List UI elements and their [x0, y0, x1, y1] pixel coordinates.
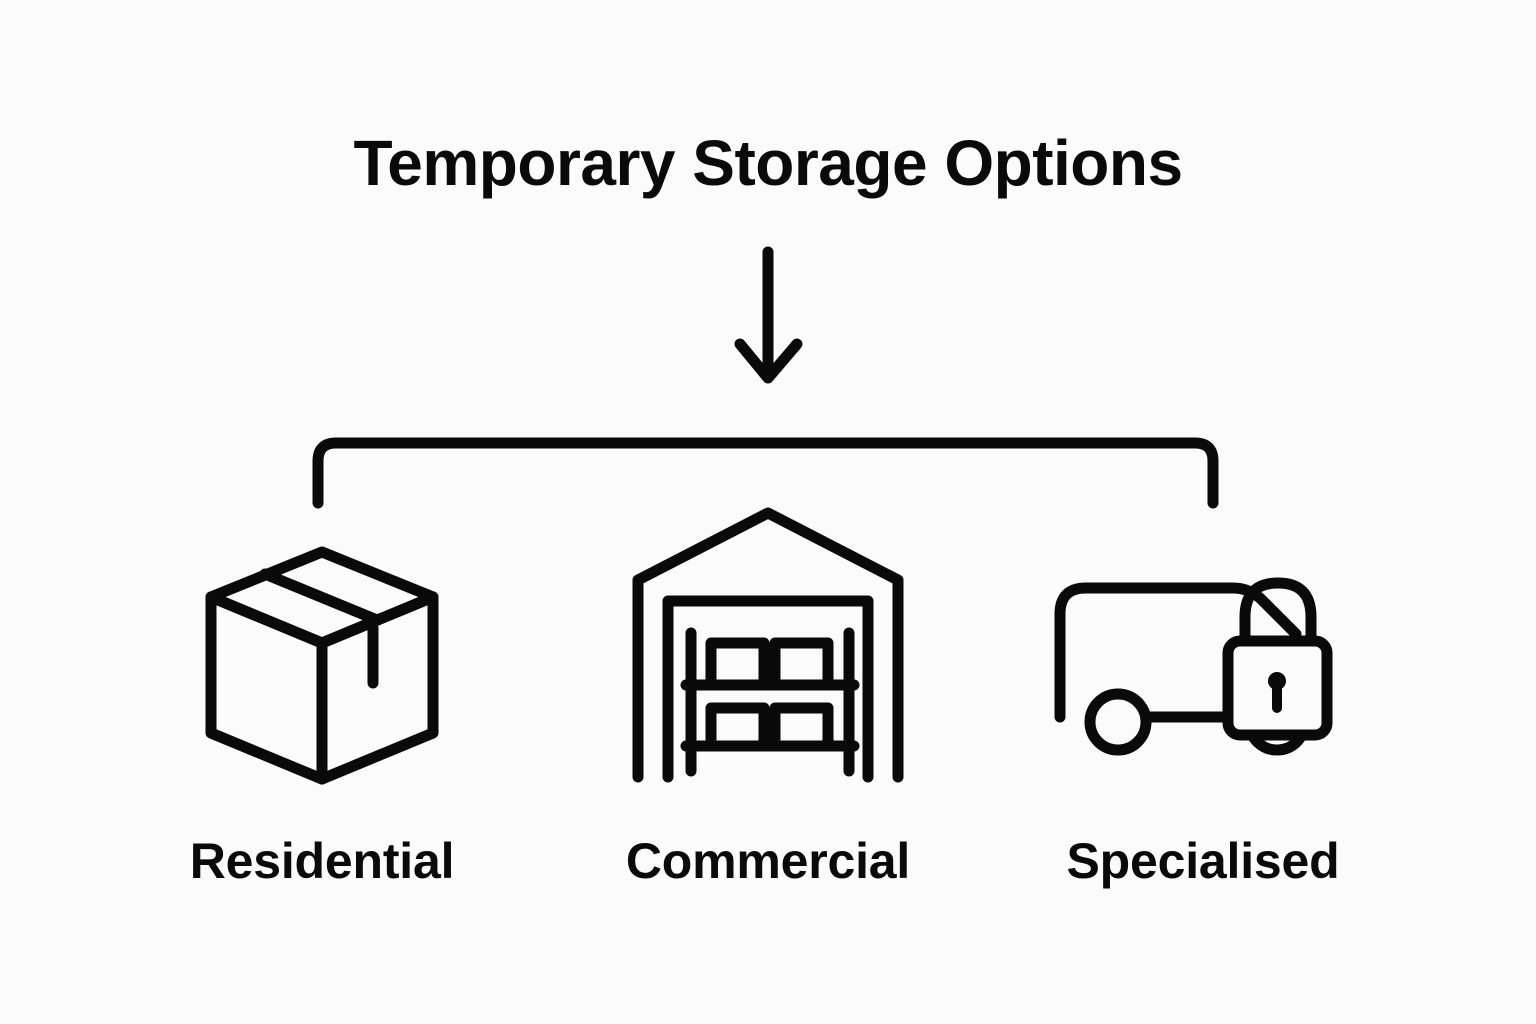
stored-box-top-left	[705, 637, 770, 691]
page-title: Temporary Storage Options	[353, 127, 1182, 199]
stored-box-top-right	[769, 637, 834, 691]
box-right-face	[316, 591, 439, 785]
stored-box-bottom-left	[705, 702, 770, 752]
node-label-residential: Residential	[190, 833, 455, 889]
node-residential[interactable]: Residential	[190, 546, 455, 889]
warehouse-roof-and-walls	[632, 507, 904, 783]
warehouse-door-frame	[662, 595, 874, 783]
stored-box-bottom-right	[769, 702, 834, 752]
van-front-wheel	[1084, 688, 1152, 756]
box-left-face	[205, 591, 328, 785]
split-bracket	[312, 437, 1219, 509]
warehouse-icon	[632, 507, 904, 783]
down-arrow-icon	[734, 246, 803, 384]
secure-van-lock-icon	[1054, 577, 1333, 756]
cardboard-box-icon	[205, 546, 439, 785]
node-label-commercial: Commercial	[626, 833, 910, 889]
node-specialised[interactable]: Specialised	[1054, 577, 1340, 889]
box-tape-seam	[259, 568, 383, 626]
node-commercial[interactable]: Commercial	[626, 507, 910, 889]
arrow-head	[734, 338, 803, 384]
padlock-shackle	[1239, 577, 1317, 652]
bracket-path	[312, 437, 1219, 509]
node-label-specialised: Specialised	[1067, 833, 1340, 889]
